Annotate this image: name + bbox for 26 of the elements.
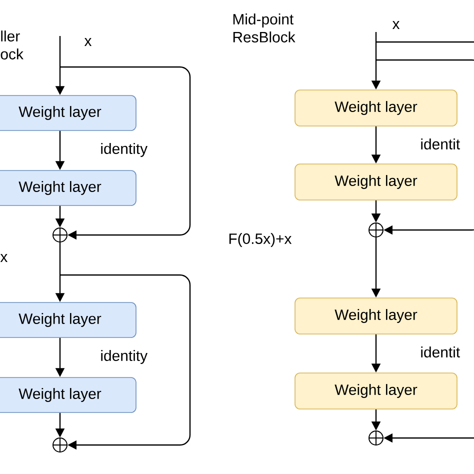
- layer-box: Weight layer: [0, 377, 136, 413]
- layer-box: Weight layer: [294, 90, 458, 126]
- layer-box: Weight layer: [0, 302, 136, 338]
- text-label: F(0.5x)+x: [229, 233, 292, 247]
- sum-circle: [368, 430, 384, 446]
- arrow: [60, 274, 191, 450]
- text-label: ller ock: [0, 30, 24, 60]
- text-label: x: [84, 38, 92, 46]
- layer-box: Weight layer: [0, 170, 136, 206]
- text-label: identity: [101, 350, 148, 364]
- sum-circle: [368, 222, 384, 238]
- arrow: [376, 41, 474, 443]
- layer-box: Weight layer: [294, 372, 458, 410]
- layer-box: Weight layer: [0, 95, 136, 131]
- text-label: Mid-point ResBlock: [233, 14, 296, 42]
- layer-box: Weight layer: [294, 298, 458, 334]
- sum-circle: [52, 228, 68, 242]
- text-label: x: [0, 254, 8, 262]
- layer-box: Weight layer: [294, 164, 458, 200]
- text-label: x: [392, 21, 400, 29]
- text-label: identit: [421, 138, 460, 150]
- text-label: identity: [101, 143, 148, 157]
- arrow: [60, 66, 191, 240]
- arrow: [376, 59, 474, 235]
- text-label: identit: [421, 346, 460, 358]
- sum-circle: [52, 438, 68, 452]
